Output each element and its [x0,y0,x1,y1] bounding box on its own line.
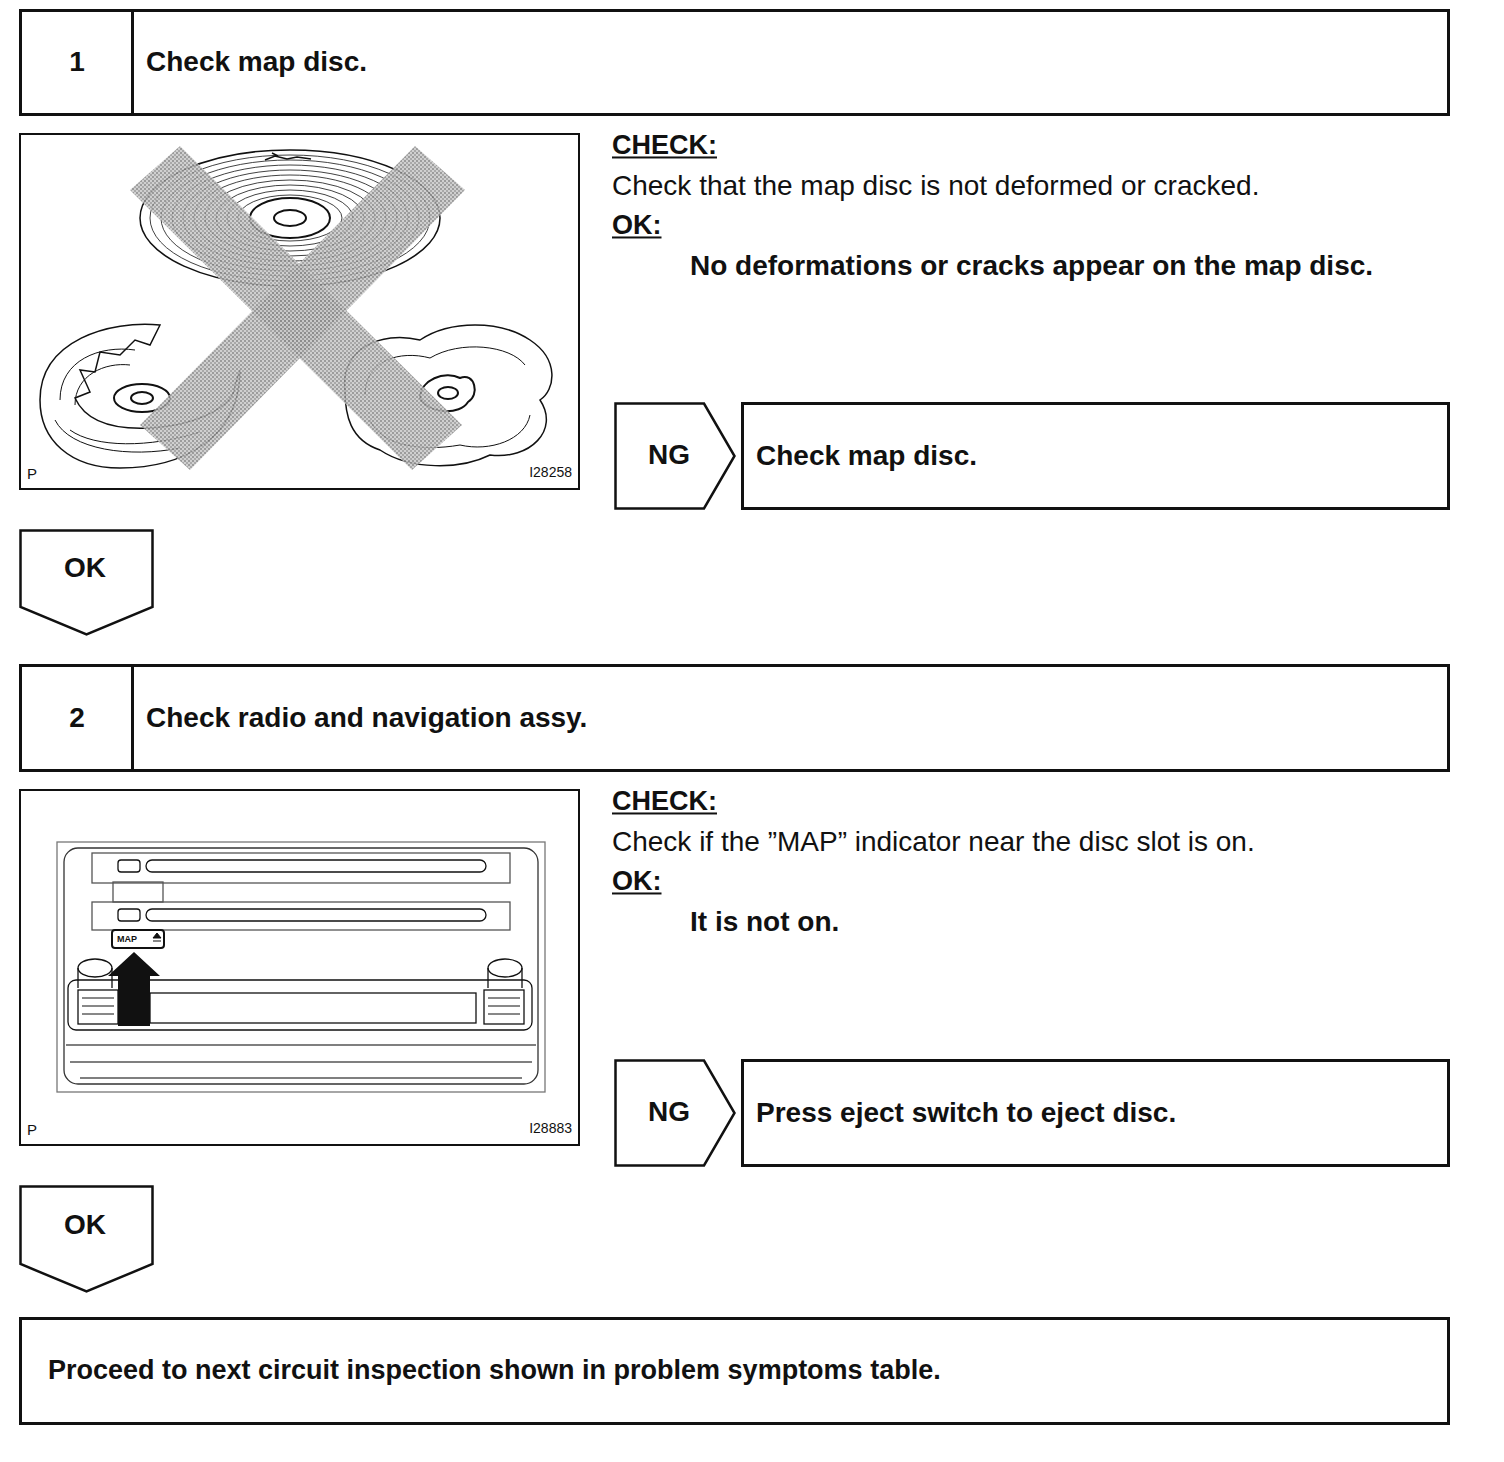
step-header-text: 2 [69,702,85,734]
result-box-text: Press eject switch to eject disc. [756,1097,1176,1129]
figure-frame-text: I28883 [529,1120,572,1136]
ok-heading: OK: [612,866,662,897]
figure-frame-text: P [27,1121,37,1138]
ok-arrow-text: OK [64,1209,106,1241]
check-text: Check that the map disc is not deformed … [612,170,1259,202]
check-heading: CHECK: [612,786,717,817]
step-header-text: Check map disc. [146,46,367,78]
ok-heading: OK: [612,210,662,241]
map-indicator-label: MAP [117,935,137,944]
ng-arrow-text: NG [648,439,690,471]
step-header: 1 Check map disc. [19,9,1450,116]
check-heading: CHECK: [612,130,717,161]
result-box: Check map disc. [741,402,1450,510]
radio-navigation-unit [57,842,545,1092]
final-box-text: Proceed to next circuit inspection shown… [48,1355,941,1386]
ok-criterion: No deformations or cracks appear on the … [690,250,1373,282]
ng-arrow: NG [614,1059,736,1167]
result-box-text: Check map disc. [756,440,977,472]
cell-divider [131,667,134,769]
final-box: Proceed to next circuit inspection shown… [19,1317,1450,1425]
prohibition-cross [130,146,465,470]
ng-arrow: NG [614,402,736,510]
ng-arrow-text: NG [648,1096,690,1128]
result-box: Press eject switch to eject disc. [741,1059,1450,1167]
cell-divider [131,12,134,113]
ok-criterion: It is not on. [690,906,839,938]
figure-frame-text: P [27,465,37,482]
figure-frame: P I28258 [19,133,580,490]
ok-arrow-text: OK [64,552,106,584]
ok-arrow: OK [19,1185,154,1293]
figure-frame-text: I28258 [529,464,572,480]
step-header-text: 1 [69,46,85,78]
step-header-text: Check radio and navigation assy. [146,702,587,734]
ok-arrow: OK [19,529,154,636]
figure-frame: P I28883 [19,789,580,1146]
check-text: Check if the ”MAP” indicator near the di… [612,826,1255,858]
step-header: 2 Check radio and navigation assy. [19,664,1450,772]
